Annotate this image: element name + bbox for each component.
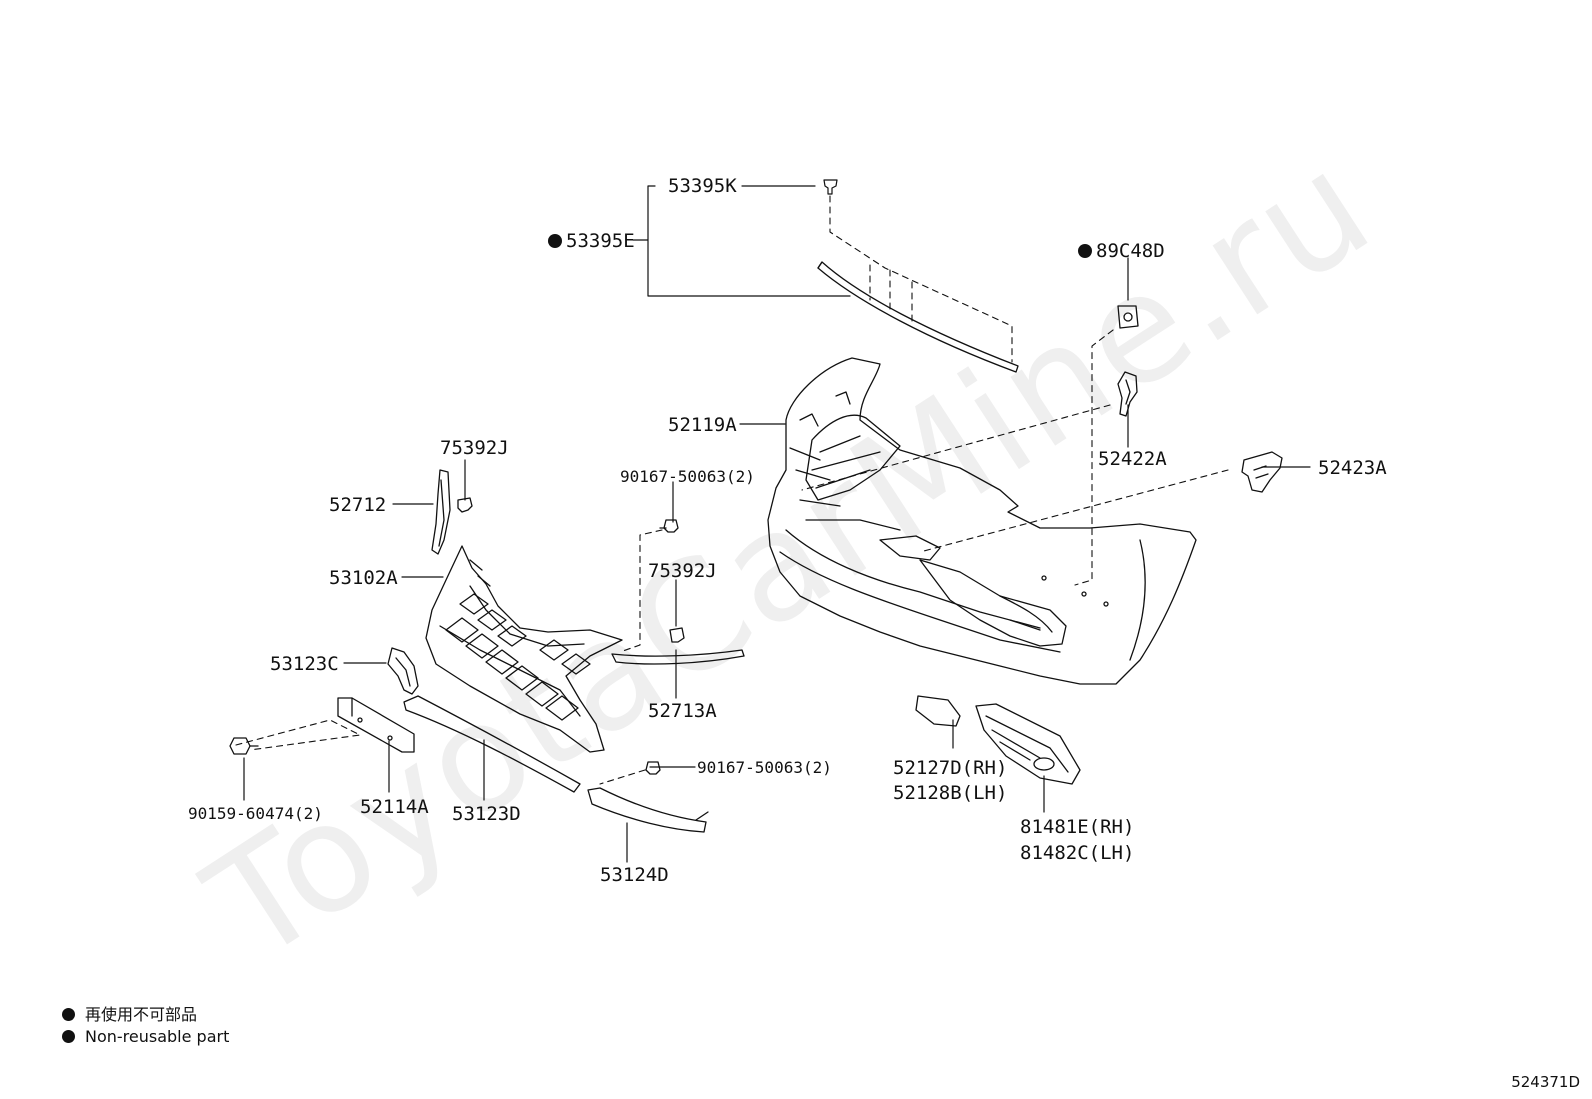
part-label-90159: 90159-60474(2) [188,804,323,823]
clip-53395K [823,179,838,195]
non-reusable-mark [62,1030,75,1043]
seal-53395E [817,261,1019,373]
part-label-75392J-lower: 75392J [648,560,717,582]
legend-text-en: Non-reusable part [85,1027,230,1046]
screw-90167-lower [645,761,661,775]
part-label-53395E: 53395E [548,230,635,252]
part-label-52114A: 52114A [360,796,429,818]
part-label-52127D: 52127D(RH) [893,757,1008,779]
part-label-53124D: 53124D [600,864,669,886]
fog-cover-81481E [975,703,1081,785]
non-reusable-mark [548,233,562,248]
part-label-53123D: 53123D [452,803,521,825]
screw-90167-upper [659,519,679,533]
relation-lines [235,195,1229,785]
cover-52127D [915,695,961,727]
part-label-81482C: 81482C(LH) [1020,842,1135,864]
legend-en: Non-reusable part [62,1027,229,1046]
moulding-52713A [611,649,745,665]
garnish-52712 [431,469,451,555]
part-label-52128B: 52128B(LH) [893,782,1008,804]
nut-89C48D [1117,305,1139,329]
grille-53102A [425,545,623,753]
bolt-90159 [229,737,259,755]
part-label-89C48D: 89C48D [1078,240,1165,262]
legend-jp: 再使用不可部品 [62,1001,197,1025]
part-label-90167-upper: 90167-50063(2) [620,467,755,486]
plate-bracket-52114A [337,697,415,753]
part-label-52713A: 52713A [648,700,717,722]
part-label-53395K: 53395K [668,175,737,197]
part-label-75392J-upper: 75392J [440,437,509,459]
bracket-52423A [1241,451,1283,493]
part-label-52712: 52712 [329,494,387,516]
part-label-90167-lower: 90167-50063(2) [697,758,832,777]
part-label-53102A: 53102A [329,567,398,589]
bracket-52422A [1117,371,1138,417]
non-reusable-mark [62,1008,75,1021]
part-number: 89C48D [1096,240,1165,262]
part-label-52423A: 52423A [1318,457,1387,479]
leader-lines [243,185,1311,863]
legend-text-jp: 再使用不可部品 [85,1005,198,1024]
non-reusable-mark [1078,243,1092,258]
part-label-52422A: 52422A [1098,448,1167,470]
bumper-cover-52119A [767,357,1197,685]
part-number: 53395E [566,230,635,252]
drawing-id: 524371D [1511,1073,1580,1091]
part-label-52119A: 52119A [668,414,737,436]
clip-75392J-upper [457,497,473,513]
moulding-53124D [587,787,709,833]
part-label-81481E: 81481E(RH) [1020,816,1135,838]
moulding-53123D [403,695,581,793]
clip-75392J-lower [669,627,685,643]
bracket-53123C [387,647,419,695]
part-label-53123C: 53123C [270,653,339,675]
